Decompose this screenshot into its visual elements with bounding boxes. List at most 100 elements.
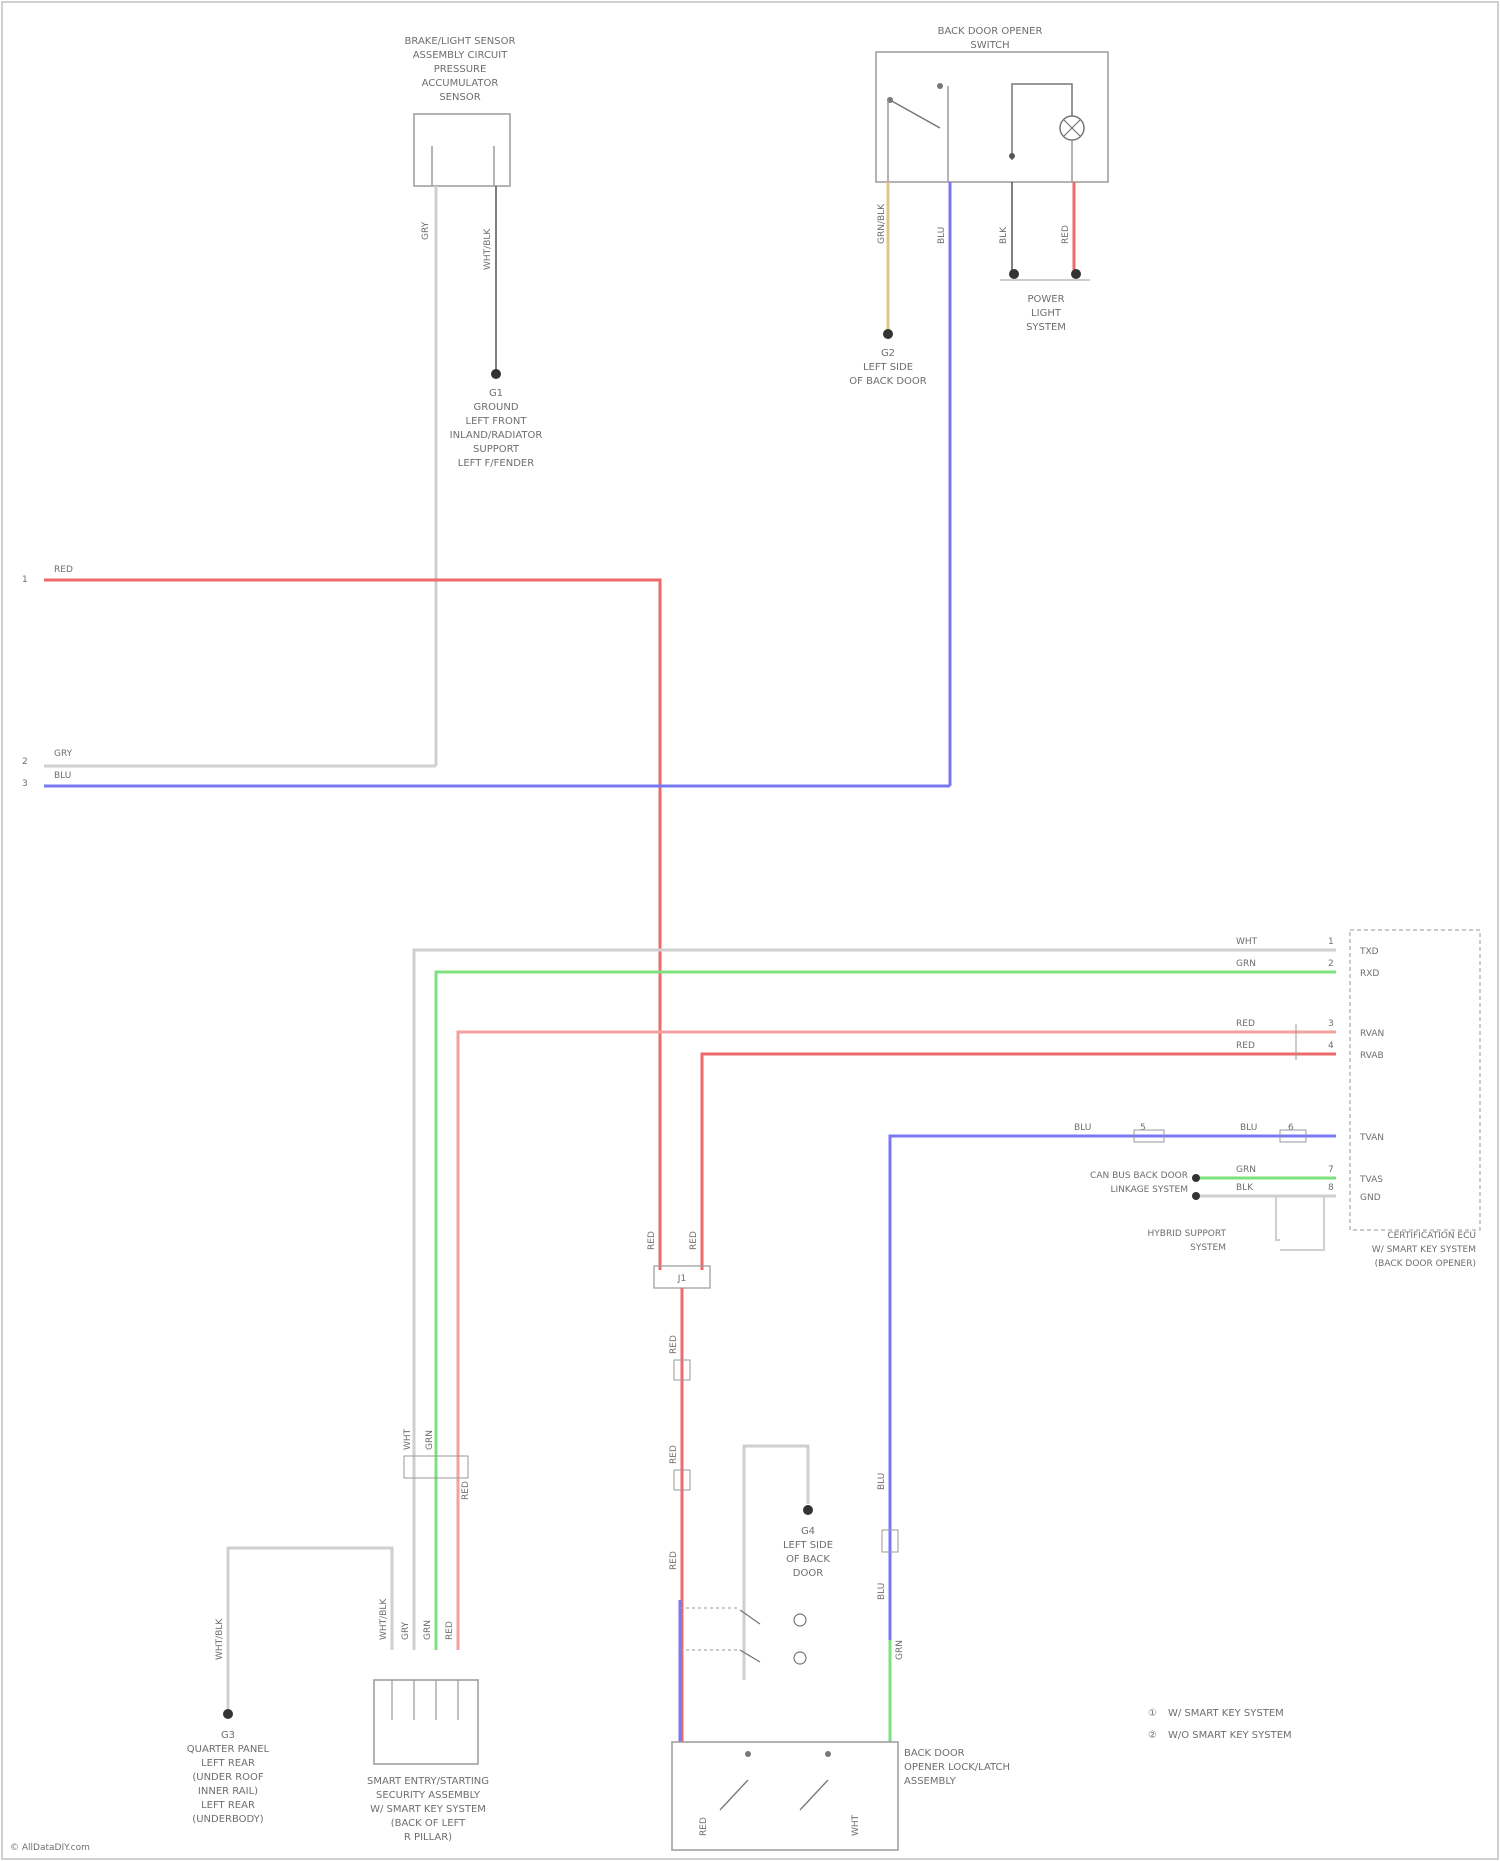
bus-wire-label: GRN <box>1236 959 1256 969</box>
sensor-name-line: BRAKE/LIGHT SENSOR <box>405 36 516 47</box>
wire-blue-bus <box>890 1136 1336 1742</box>
side-label: LINKAGE SYSTEM <box>1110 1185 1188 1195</box>
connector-pin: 7 <box>1328 1165 1334 1175</box>
module-pin-label: GND <box>1360 1193 1381 1203</box>
module-pin-label: TVAS <box>1359 1175 1383 1185</box>
splice-point <box>1009 269 1019 279</box>
ground-point <box>803 1505 813 1515</box>
switch-name-line: SWITCH <box>970 40 1009 51</box>
bus-wire-label: RED <box>1236 1041 1255 1051</box>
wire-label: GRY <box>401 1621 411 1640</box>
sensor-name-line: ASSEMBLY CIRCUIT <box>413 50 509 61</box>
sensor-name-line: PRESSURE <box>434 64 487 75</box>
unit-name-line: W/ SMART KEY SYSTEM <box>370 1804 486 1815</box>
lamp-lead <box>1012 84 1072 160</box>
wire-label: BLU <box>877 1473 887 1490</box>
top-left-sensor: BRAKE/LIGHT SENSOR ASSEMBLY CIRCUIT PRES… <box>405 36 543 766</box>
ground-point <box>491 369 501 379</box>
latch-node <box>825 1751 831 1757</box>
wire-label: RED <box>689 1231 699 1250</box>
module-pin-label: RXD <box>1360 969 1379 979</box>
latch-node <box>745 1751 751 1757</box>
ground-line: G4 <box>801 1526 815 1537</box>
ground-point <box>883 329 893 339</box>
ground-line: OF BACK DOOR <box>849 376 926 387</box>
ground-line: LEFT SIDE <box>783 1540 833 1551</box>
bus-wire-label: BLU <box>1240 1123 1257 1133</box>
ground-line: SUPPORT <box>473 444 520 455</box>
unit-name-line: R PILLAR) <box>404 1832 452 1843</box>
wire-label: GRN/BLK <box>877 203 887 244</box>
bottom-left-ground: WHT/BLK G3 QUARTER PANEL LEFT REAR (UNDE… <box>187 1548 392 1825</box>
ground-line: G2 <box>881 348 895 359</box>
module-name-line: CERTIFICATION ECU <box>1387 1231 1476 1241</box>
central-bus: WHT GRN RED RED BLU BLU GRN BLK 1 2 3 4 … <box>414 937 1336 1742</box>
connector-pin: 6 <box>1288 1123 1294 1133</box>
wire-label: BLU <box>877 1583 887 1600</box>
ground-line: GROUND <box>473 402 518 413</box>
ground-point <box>223 1709 233 1719</box>
wire-grey-short <box>1280 1196 1324 1250</box>
splice-line: LIGHT <box>1031 308 1062 319</box>
harness-wire-label: GRY <box>54 749 73 759</box>
side-label: CAN BUS BACK DOOR <box>1090 1171 1188 1181</box>
bus-wire-label: RED <box>1236 1019 1255 1029</box>
connector-pin: 3 <box>1328 1019 1334 1029</box>
center-splice: RED RED J1 RED RED RED <box>647 1231 710 1742</box>
wire-label: RED <box>699 1817 709 1836</box>
wire-label: GRN <box>895 1640 905 1660</box>
wire-pink-bus <box>458 1032 1336 1650</box>
splice-point <box>1071 269 1081 279</box>
harness-pin: 1 <box>22 575 28 585</box>
connector-pin: 1 <box>1328 937 1334 947</box>
side-label: HYBRID SUPPORT <box>1148 1229 1227 1239</box>
module-pin-label: RVAB <box>1360 1051 1384 1061</box>
ground-line: INLAND/RADIATOR <box>450 430 543 441</box>
switch-contact <box>890 100 940 128</box>
wire-label: RED <box>669 1445 679 1464</box>
sensor-name-line: SENSOR <box>439 92 480 103</box>
splice-line: POWER <box>1027 294 1064 305</box>
splice-line: SYSTEM <box>1026 322 1066 333</box>
ground-line: LEFT REAR <box>201 1758 255 1769</box>
harness-pin: 2 <box>22 757 28 767</box>
ground-line: INNER RAIL) <box>198 1786 258 1797</box>
connector-pin: 5 <box>1140 1123 1146 1133</box>
switch-node <box>937 83 943 89</box>
latch-contact <box>720 1780 748 1810</box>
wire-label: RED <box>461 1481 471 1500</box>
bottom-switch: G4 LEFT SIDE OF BACK DOOR BLU BLU GRN RE… <box>672 1446 1010 1850</box>
ground-line: DOOR <box>793 1568 823 1579</box>
right-module: TXD RXD RVAN RVAB TVAN TVAS GND CERTIFIC… <box>1350 930 1480 1269</box>
bus-wire-label: BLU <box>1074 1123 1091 1133</box>
module-name-line: W/ SMART KEY SYSTEM <box>1372 1245 1476 1255</box>
switch-body <box>876 52 1108 182</box>
unit-body <box>374 1680 478 1764</box>
splice-point <box>1192 1174 1200 1182</box>
unit-name-line: (BACK OF LEFT <box>391 1818 466 1829</box>
ground-line: OF BACK <box>786 1554 830 1565</box>
sensor-name-line: ACCUMULATOR <box>422 78 499 89</box>
latch-contact <box>800 1780 828 1810</box>
wire-label: RED <box>445 1621 455 1640</box>
ground-line: LEFT F/FENDER <box>458 458 534 469</box>
ground-line: G1 <box>489 388 503 399</box>
wire-grey-short <box>1276 1196 1280 1240</box>
legend-marker: ② <box>1148 1730 1157 1741</box>
wire-red-bus <box>702 1054 1336 1270</box>
bus-wire-label: BLK <box>1236 1183 1254 1193</box>
sensor-body <box>414 114 510 186</box>
unit-name-line: SECURITY ASSEMBLY <box>376 1790 481 1801</box>
wire-label: RED <box>669 1335 679 1354</box>
splice-code: J1 <box>677 1274 686 1284</box>
indicator-icon <box>794 1652 806 1664</box>
ground-line: G3 <box>221 1730 235 1741</box>
ground-line: LEFT REAR <box>201 1800 255 1811</box>
wire-label: GRY <box>421 221 431 240</box>
side-label: SYSTEM <box>1190 1243 1226 1253</box>
switch-node <box>1009 153 1015 159</box>
harness-wire-label: RED <box>54 565 73 575</box>
connector-pin: 2 <box>1328 959 1334 969</box>
wire-label: RED <box>647 1231 657 1250</box>
wire-grey-loop <box>228 1548 392 1710</box>
